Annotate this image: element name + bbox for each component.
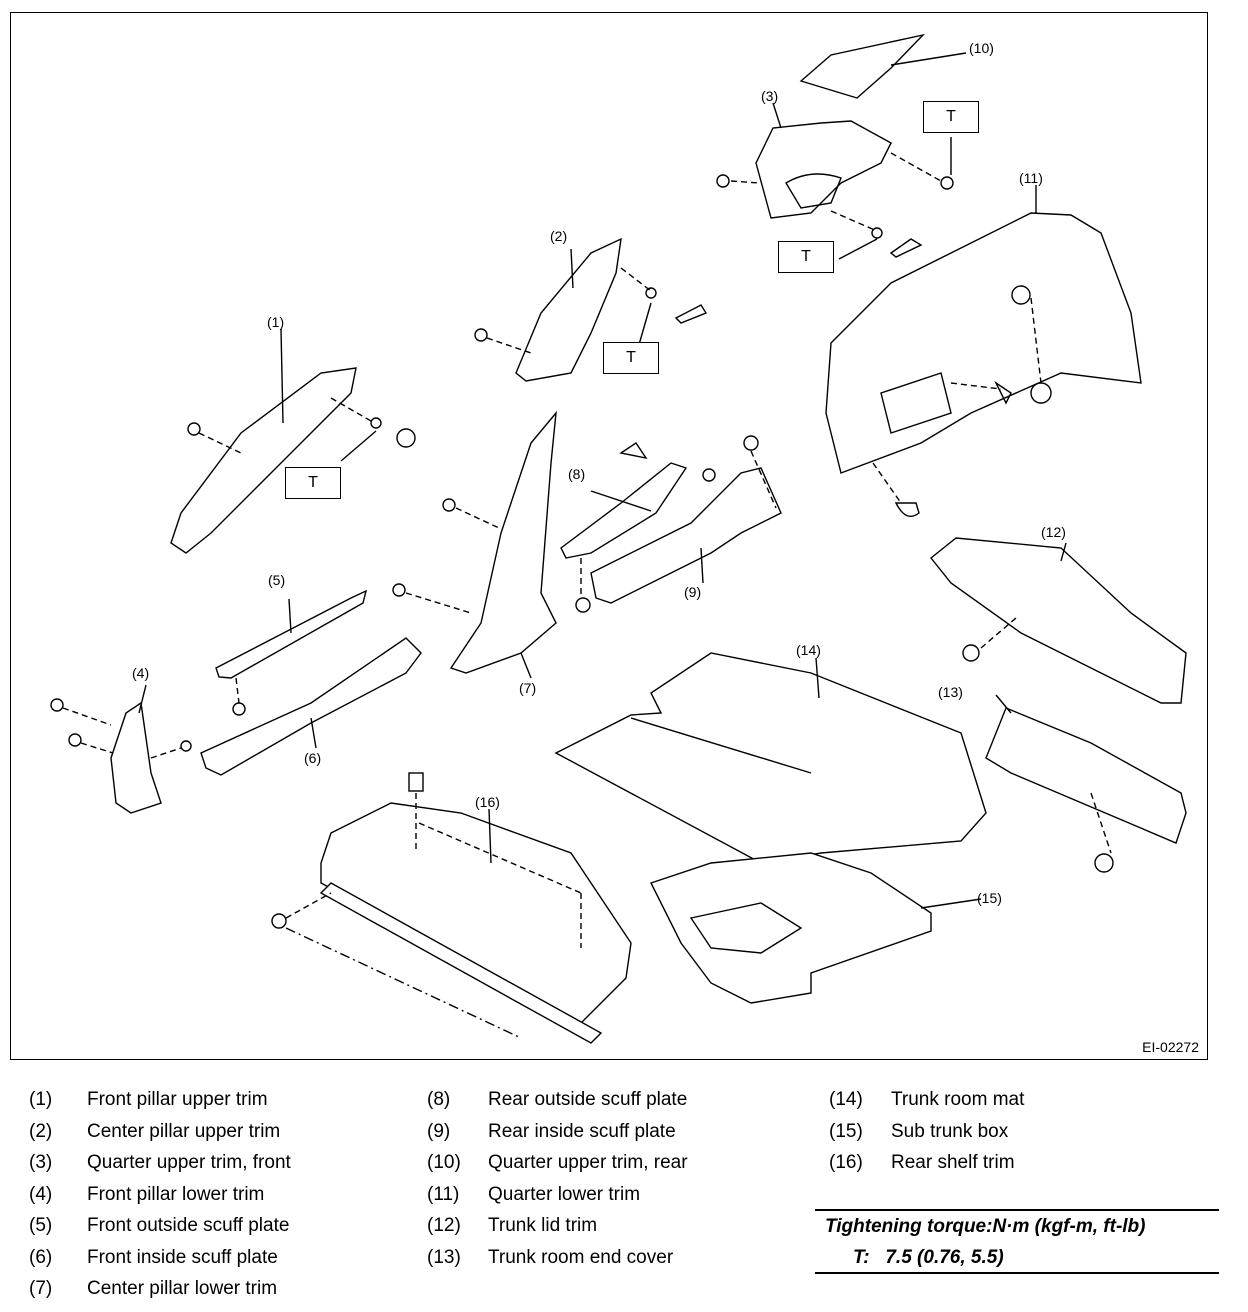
- legend-item: (2) Center pillar upper trim: [29, 1120, 291, 1152]
- legend-label: Trunk room end cover: [488, 1246, 674, 1268]
- legend-item: (3) Quarter upper trim, front: [29, 1151, 291, 1183]
- legend-column-1: (1) Front pillar upper trim (2) Center pil…: [29, 1088, 291, 1309]
- part-10-quarter-upper-trim-rear: [799, 33, 926, 99]
- part-5-front-outside-scuff-plate: [215, 589, 368, 679]
- legend-number: (2): [29, 1120, 53, 1142]
- legend-label: Front outside scuff plate: [87, 1215, 290, 1236]
- legend-number: (14): [829, 1089, 863, 1110]
- legend-label: Quarter upper trim, front: [87, 1152, 291, 1173]
- figure-id: EI-02272: [1142, 1039, 1199, 1055]
- torque-value: T: 7.5 (0.76, 5.5): [853, 1247, 1004, 1268]
- callout-14: (14): [796, 642, 821, 658]
- legend-label: Front inside scuff plate: [87, 1246, 278, 1268]
- legend-label: Center pillar upper trim: [87, 1120, 281, 1142]
- part-13-trunk-room-end-cover: [985, 707, 1187, 844]
- torque-marker-box: T: [778, 241, 834, 273]
- callout-9: (9): [684, 584, 702, 600]
- callout-16: (16): [475, 794, 500, 810]
- callout-8: (8): [568, 466, 586, 482]
- legend-number: (6): [29, 1246, 53, 1268]
- legend-column-2: (8) Rear outside scuff plate (9) Rear insi…: [427, 1088, 688, 1277]
- legend-number: (3): [29, 1152, 53, 1173]
- legend-label: Sub trunk box: [891, 1120, 1009, 1142]
- part-14-trunk-room-mat: [554, 652, 987, 864]
- part-15-sub-trunk-box: [650, 852, 932, 1004]
- part-7-center-pillar-lower-trim: [449, 410, 557, 674]
- callout-5: (5): [268, 572, 286, 588]
- callout-15: (15): [977, 890, 1002, 906]
- part-6-front-inside-scuff-plate: [200, 637, 422, 776]
- legend-item: (13) Trunk room end cover: [427, 1246, 688, 1278]
- torque-marker-box: T: [285, 467, 341, 499]
- legend-label: Trunk room mat: [891, 1089, 1025, 1110]
- legend-item: (10) Quarter upper trim, rear: [427, 1151, 688, 1183]
- part-12-trunk-lid-trim: [930, 537, 1187, 704]
- part-9-rear-inside-scuff-plate: [590, 467, 782, 604]
- torque-marker-box: T: [603, 342, 659, 374]
- callout-12: (12): [1041, 524, 1066, 540]
- legend-number: (15): [829, 1120, 863, 1142]
- legend-number: (5): [29, 1215, 53, 1236]
- callout-11: (11): [1019, 170, 1043, 186]
- legend-number: (8): [427, 1089, 451, 1110]
- part-2-center-pillar-upper-trim: [515, 237, 622, 382]
- legend-item: (11) Quarter lower trim: [427, 1183, 688, 1215]
- legend-item: (8) Rear outside scuff plate: [427, 1088, 688, 1120]
- part-8-rear-outside-scuff-plate: [560, 462, 688, 559]
- legend-number: (7): [29, 1278, 53, 1299]
- legend-label: Front pillar lower trim: [87, 1183, 265, 1205]
- callout-3: (3): [761, 88, 779, 104]
- part-3-quarter-upper-trim-front: [755, 120, 892, 219]
- legend-label: Center pillar lower trim: [87, 1278, 278, 1299]
- callout-13: (13): [938, 684, 963, 700]
- legend-number: (10): [427, 1152, 461, 1173]
- legend-label: Rear shelf trim: [891, 1152, 1015, 1173]
- legend-label: Quarter lower trim: [488, 1183, 641, 1205]
- callout-4: (4): [132, 665, 150, 681]
- legend-item: (12) Trunk lid trim: [427, 1214, 688, 1246]
- legend-item: (1) Front pillar upper trim: [29, 1088, 291, 1120]
- part-1-front-pillar-upper-trim: [170, 367, 357, 554]
- legend-item: (6) Front inside scuff plate: [29, 1246, 291, 1278]
- callout-7: (7): [519, 680, 537, 696]
- legend-item: (5) Front outside scuff plate: [29, 1214, 291, 1246]
- legend-number: (13): [427, 1246, 461, 1268]
- legend-number: (1): [29, 1089, 53, 1110]
- legend-number: (4): [29, 1183, 53, 1205]
- torque-spec-box: Tightening torque:N·m (kgf-m, ft-lb) T: …: [815, 1209, 1219, 1274]
- part-11-quarter-lower-trim: [825, 212, 1142, 474]
- callout-2: (2): [550, 228, 568, 244]
- callout-6: (6): [304, 750, 322, 766]
- legend-item: (14) Trunk room mat: [829, 1088, 1024, 1120]
- legend-label: Front pillar upper trim: [87, 1089, 268, 1110]
- legend-label: Trunk lid trim: [488, 1215, 598, 1236]
- legend-item: (15) Sub trunk box: [829, 1120, 1024, 1152]
- legend-number: (11): [427, 1183, 460, 1205]
- torque-title: Tightening torque:N·m (kgf-m, ft-lb): [825, 1216, 1146, 1237]
- legend-number: (16): [829, 1152, 863, 1173]
- diagram-drawing: [50, 33, 1187, 1044]
- callout-1: (1): [267, 314, 285, 330]
- legend-label: Rear inside scuff plate: [488, 1120, 676, 1142]
- legend-item: (16) Rear shelf trim: [829, 1151, 1024, 1183]
- legend-item: (4) Front pillar lower trim: [29, 1183, 291, 1215]
- legend-item: (9) Rear inside scuff plate: [427, 1120, 688, 1152]
- legend-column-3: (14) Trunk room mat (15) Sub trunk box (16…: [829, 1088, 1024, 1183]
- legend-label: Rear outside scuff plate: [488, 1089, 688, 1110]
- torque-marker-box: T: [923, 101, 979, 133]
- exploded-diagram: (10) (3) (11) (2) (1) (8) (12) (5) (9) (…: [10, 12, 1208, 1060]
- legend-label: Quarter upper trim, rear: [488, 1152, 688, 1173]
- callout-10: (10): [969, 40, 994, 56]
- legend-number: (12): [427, 1215, 461, 1236]
- part-4-front-pillar-lower-trim: [110, 701, 162, 814]
- legend-item: (7) Center pillar lower trim: [29, 1277, 291, 1309]
- legend-number: (9): [427, 1120, 451, 1142]
